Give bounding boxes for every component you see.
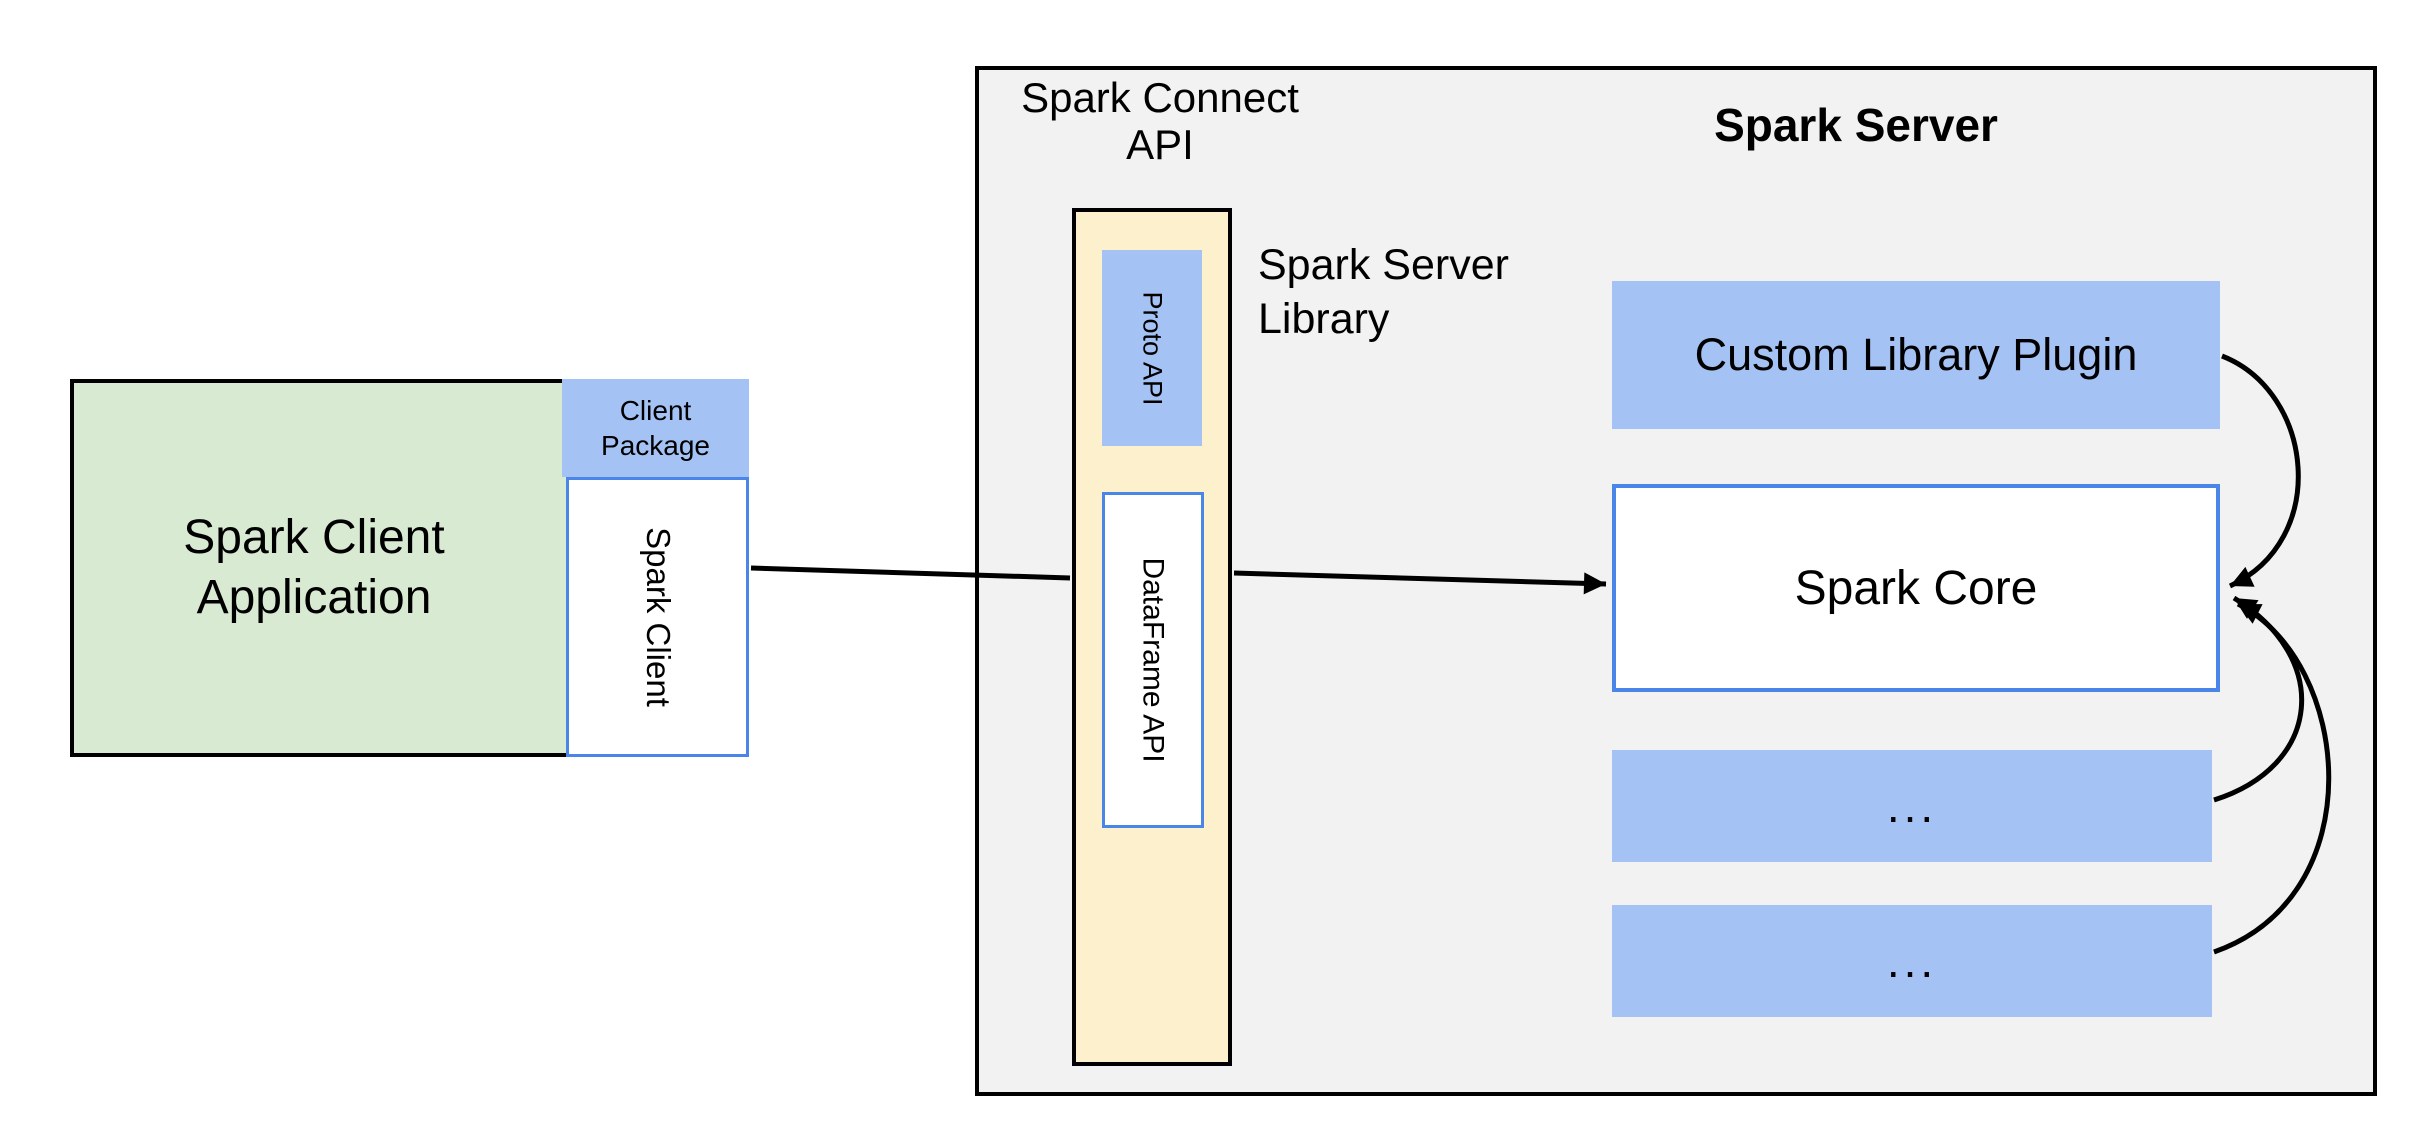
spark-connect-api-label: Spark Connect API bbox=[1021, 74, 1299, 168]
spark-client-label: Spark Client bbox=[639, 527, 677, 707]
proto-api-label: Proto API bbox=[1137, 290, 1168, 406]
dataframe-api-vertical-text: DataFrame API bbox=[1105, 495, 1201, 825]
client-package-label: Client Package bbox=[601, 395, 710, 461]
proto-api-vertical-text: Proto API bbox=[1102, 250, 1202, 446]
ellipsis-box-bottom: ... bbox=[1612, 905, 2212, 1017]
proto-api-box: Proto API bbox=[1102, 250, 1202, 446]
spark-client-application-label: Spark Client Application bbox=[183, 511, 445, 624]
spark-core-label: Spark Core bbox=[1794, 561, 2038, 615]
spark-server-title: Spark Server bbox=[1714, 99, 1998, 151]
ellipsis-box-top: ... bbox=[1612, 750, 2212, 862]
custom-library-plugin-label: Custom Library Plugin bbox=[1694, 329, 2138, 380]
spark-client-application-box: Spark Client Application bbox=[70, 379, 598, 757]
ellipsis-top-label: ... bbox=[1886, 780, 1938, 832]
spark-client-box: Spark Client bbox=[566, 477, 749, 757]
client-package-box: Client Package bbox=[562, 379, 749, 477]
spark-core-box: Spark Core bbox=[1612, 484, 2220, 692]
dataframe-api-box: DataFrame API bbox=[1102, 492, 1204, 828]
spark-client-vertical-text: Spark Client bbox=[569, 480, 746, 754]
dataframe-api-label: DataFrame API bbox=[1137, 557, 1171, 763]
spark-server-library-label: Spark Server Library bbox=[1258, 241, 1509, 343]
custom-library-plugin-box: Custom Library Plugin bbox=[1612, 281, 2220, 429]
ellipsis-bottom-label: ... bbox=[1886, 935, 1938, 987]
